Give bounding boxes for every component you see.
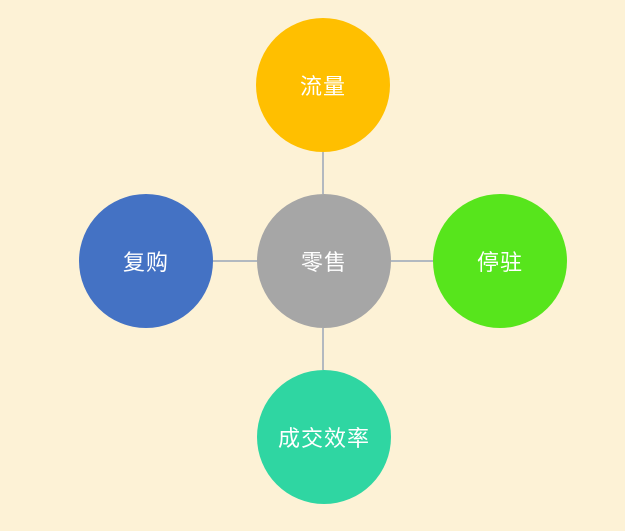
node-repurchase: 复购 <box>79 194 213 328</box>
node-traffic-label: 流量 <box>299 75 346 100</box>
node-retail-label: 零售 <box>300 251 347 276</box>
node-repurchase-label: 复购 <box>122 251 169 276</box>
node-dwell-label: 停驻 <box>476 251 523 276</box>
node-retail: 零售 <box>257 194 391 328</box>
node-traffic: 流量 <box>256 18 390 152</box>
node-conversion-efficiency: 成交效率 <box>257 370 391 504</box>
node-dwell: 停驻 <box>433 194 567 328</box>
node-conversion-efficiency-label: 成交效率 <box>277 427 370 452</box>
